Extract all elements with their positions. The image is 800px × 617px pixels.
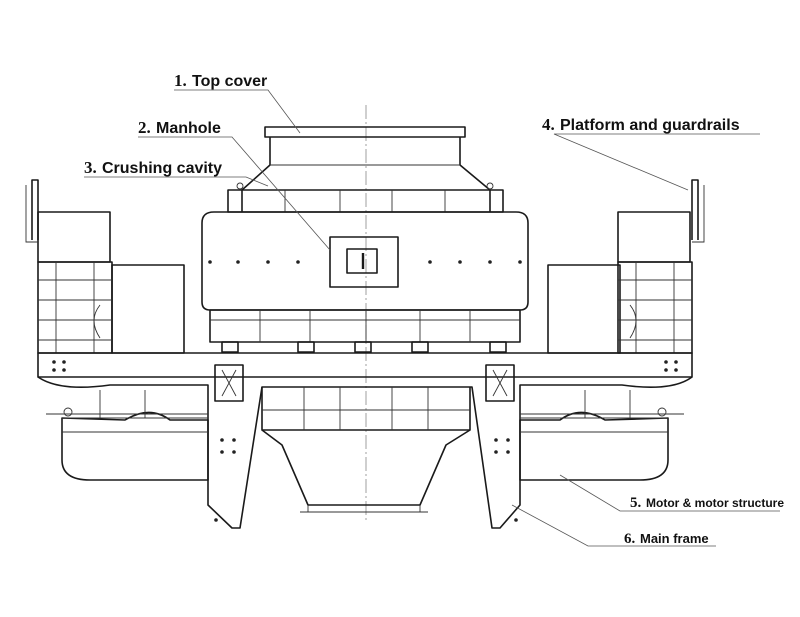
left-platform — [25, 179, 185, 354]
bolt-hole — [266, 260, 270, 264]
left-bracket — [214, 364, 244, 402]
bolt-hole — [220, 438, 224, 442]
callout-text: Motor & motor structure — [646, 496, 784, 510]
bolt-hole — [674, 360, 678, 364]
bolt-hole — [214, 518, 218, 522]
bolt-hole — [62, 368, 66, 372]
bolt-hole — [232, 450, 236, 454]
bolt-hole — [664, 368, 668, 372]
callout-number: 2. — [138, 118, 151, 137]
callout-number: 3. — [84, 158, 97, 177]
callout-2-manhole: 2. Manhole — [138, 118, 221, 137]
bolt-hole — [488, 260, 492, 264]
bolt-hole — [236, 260, 240, 264]
bolt-hole — [458, 260, 462, 264]
callout-text: Main frame — [640, 531, 709, 546]
bolt-hole — [220, 450, 224, 454]
right-motor — [519, 390, 684, 481]
callout-text: Crushing cavity — [102, 160, 222, 177]
bolt-hole — [428, 260, 432, 264]
callout-text: Platform and guardrails — [560, 117, 740, 134]
bolt-hole — [296, 260, 300, 264]
left-motor — [46, 390, 209, 481]
cavity-bolt-row — [208, 260, 522, 264]
callout-number: 5. — [630, 495, 642, 511]
cavity-feet — [221, 341, 507, 353]
callout-6-main-frame: 6. Main frame — [624, 531, 709, 547]
manhole — [329, 236, 399, 288]
bolt-hole — [52, 368, 56, 372]
callout-number: 6. — [624, 531, 636, 547]
callout-number: 4. — [542, 115, 555, 134]
bolt-hole — [494, 438, 498, 442]
bolt-hole — [514, 518, 518, 522]
callout-number: 1. — [174, 71, 187, 90]
bolt-hole — [232, 438, 236, 442]
bolt-hole — [52, 360, 56, 364]
right-bracket — [485, 364, 515, 402]
callout-text: Top cover — [192, 73, 267, 90]
main-frame — [37, 352, 693, 529]
bolt-hole — [506, 450, 510, 454]
leader-lines — [84, 89, 780, 547]
bolt-hole — [674, 368, 678, 372]
crushing-cavity — [201, 211, 529, 353]
bolt-hole — [518, 260, 522, 264]
callout-4-platform: 4. Platform and guardrails — [542, 115, 740, 134]
callout-5-motor: 5. Motor & motor structure — [630, 495, 784, 511]
bolt-hole — [664, 360, 668, 364]
right-platform — [547, 179, 705, 354]
callout-text: Manhole — [156, 120, 221, 137]
frame-bolt-holes — [52, 360, 678, 522]
top-cover — [227, 126, 504, 213]
callout-3-crushing-cavity: 3. Crushing cavity — [84, 158, 222, 177]
bolt-hole — [506, 438, 510, 442]
bolt-hole — [208, 260, 212, 264]
bolt-hole — [494, 450, 498, 454]
callout-1-top-cover: 1. Top cover — [174, 71, 267, 90]
bolt-hole — [62, 360, 66, 364]
